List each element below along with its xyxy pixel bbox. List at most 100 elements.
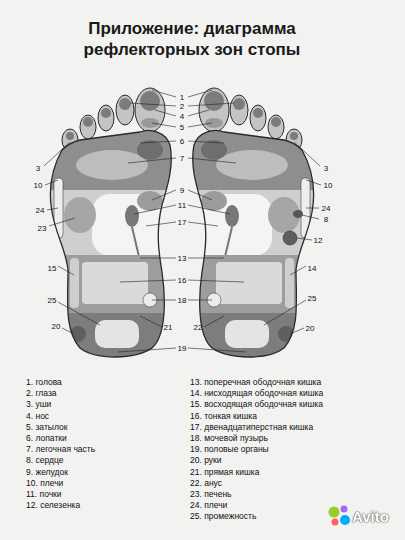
legend-entry: 11. почки xyxy=(26,489,62,499)
callout-number: 25 xyxy=(308,294,317,303)
leader-line xyxy=(188,141,224,143)
legend-entry: 8. сердце xyxy=(26,455,63,465)
legend-entry: 2. глаза xyxy=(26,388,57,398)
callout-number: 17 xyxy=(178,218,187,227)
leader-line xyxy=(204,316,224,327)
leader-line xyxy=(188,205,230,214)
leader-line xyxy=(188,348,246,352)
logo-dot xyxy=(341,506,348,513)
leader-line xyxy=(118,348,176,352)
leader-line xyxy=(140,258,176,259)
callout-number: 10 xyxy=(34,181,43,190)
leader-line xyxy=(134,205,176,214)
leader-line xyxy=(45,180,58,185)
legend-entry: 6. лопатки xyxy=(26,433,67,443)
leader-line xyxy=(47,208,58,210)
leader-line xyxy=(44,142,70,166)
watermark-logo xyxy=(329,506,351,526)
leader-line xyxy=(188,280,244,282)
leader-line xyxy=(155,110,176,116)
leader-line xyxy=(290,266,306,275)
legend-entry: 21. прямая кишка xyxy=(190,467,259,477)
callout-number: 6 xyxy=(180,137,184,146)
callout-number: 3 xyxy=(36,164,40,173)
legend-entry: 15. восходящая ободочная кишка xyxy=(190,399,323,409)
leader-line xyxy=(62,328,74,334)
logo-dot xyxy=(329,507,340,518)
callout-number: 2 xyxy=(180,102,184,111)
callout-number: 18 xyxy=(178,296,187,305)
heart-zone xyxy=(293,210,303,218)
leader-line xyxy=(120,280,176,282)
callout-number: 24 xyxy=(36,206,45,215)
spleen-zone xyxy=(283,231,297,245)
leader-line xyxy=(297,238,312,240)
callout-number: 12 xyxy=(314,236,323,245)
leader-line xyxy=(188,110,209,116)
callout-number: 24 xyxy=(322,204,331,213)
legend-entry: 12. селезенка xyxy=(26,500,80,510)
callout-number: 14 xyxy=(308,264,317,273)
callout-number: 21 xyxy=(164,323,173,332)
callout-number: 19 xyxy=(178,344,187,353)
legend-entry: 14. нисходящая ободочная кишка xyxy=(190,388,323,398)
leader-line xyxy=(188,90,212,97)
callout-number: 20 xyxy=(306,324,315,333)
leader-line xyxy=(294,142,320,166)
legend-entry: 20. руки xyxy=(190,455,222,465)
legend-entry: 16. тонкая кишка xyxy=(190,411,257,421)
leader-line xyxy=(188,123,212,127)
callout-number: 15 xyxy=(48,264,57,273)
leader-line xyxy=(188,158,236,163)
legend-entry: 19. половые органы xyxy=(190,444,269,454)
callout-number: 22 xyxy=(194,323,203,332)
callout-number: 3 xyxy=(324,164,328,173)
leader-line xyxy=(188,222,218,226)
watermark: Avito xyxy=(352,508,389,525)
leader-line xyxy=(58,302,100,325)
leader-line xyxy=(152,123,176,127)
left-foot xyxy=(40,88,180,363)
callout-number: 23 xyxy=(38,224,47,233)
leader-line xyxy=(188,258,224,259)
legend-entry: 25. промежность xyxy=(190,511,256,521)
leader-line xyxy=(188,300,212,301)
callout-number: 9 xyxy=(180,186,184,195)
leader-line xyxy=(188,190,212,200)
legend-entry: 4. нос xyxy=(26,411,49,421)
legend-entry: 7. легочная часть xyxy=(26,444,95,454)
leader-lines xyxy=(44,90,321,352)
leader-line xyxy=(152,90,176,97)
legend-entry: 10. плечи xyxy=(26,478,63,488)
diagram-title: Приложение: диаграмма рефлекторных зон с… xyxy=(62,18,322,60)
legend-entry: 18. мочевой пузырь xyxy=(190,433,268,443)
leader-line xyxy=(49,218,75,226)
logo-dot xyxy=(340,515,350,525)
logo-dot xyxy=(332,519,339,526)
right-foot xyxy=(184,88,324,363)
legend-entry: 1. голова xyxy=(26,377,62,387)
callout-number: 7 xyxy=(180,154,184,163)
legend-entry: 5. затылок xyxy=(26,422,67,432)
callout-number: 5 xyxy=(180,123,184,132)
leader-line xyxy=(306,180,321,185)
legend-entry: 22. анус xyxy=(190,478,222,488)
leader-line xyxy=(152,300,176,301)
callout-number: 10 xyxy=(324,181,333,190)
callout-number: 8 xyxy=(324,215,328,224)
legend-entry: 24. плечи xyxy=(190,500,227,510)
leader-line xyxy=(152,190,176,200)
legend-entry: 9. желудок xyxy=(26,467,68,477)
leader-line xyxy=(58,266,74,275)
callout-number: 4 xyxy=(180,112,184,121)
callout-number: 16 xyxy=(178,276,187,285)
leader-line xyxy=(188,103,234,106)
leader-line xyxy=(302,215,319,219)
leader-line xyxy=(264,300,306,325)
callout-number: 20 xyxy=(52,322,61,331)
leader-line xyxy=(146,222,176,226)
legend-entry: 13. поперечная ободочная кишка xyxy=(190,377,321,387)
callout-number: 13 xyxy=(178,254,187,263)
leader-line xyxy=(306,208,319,209)
